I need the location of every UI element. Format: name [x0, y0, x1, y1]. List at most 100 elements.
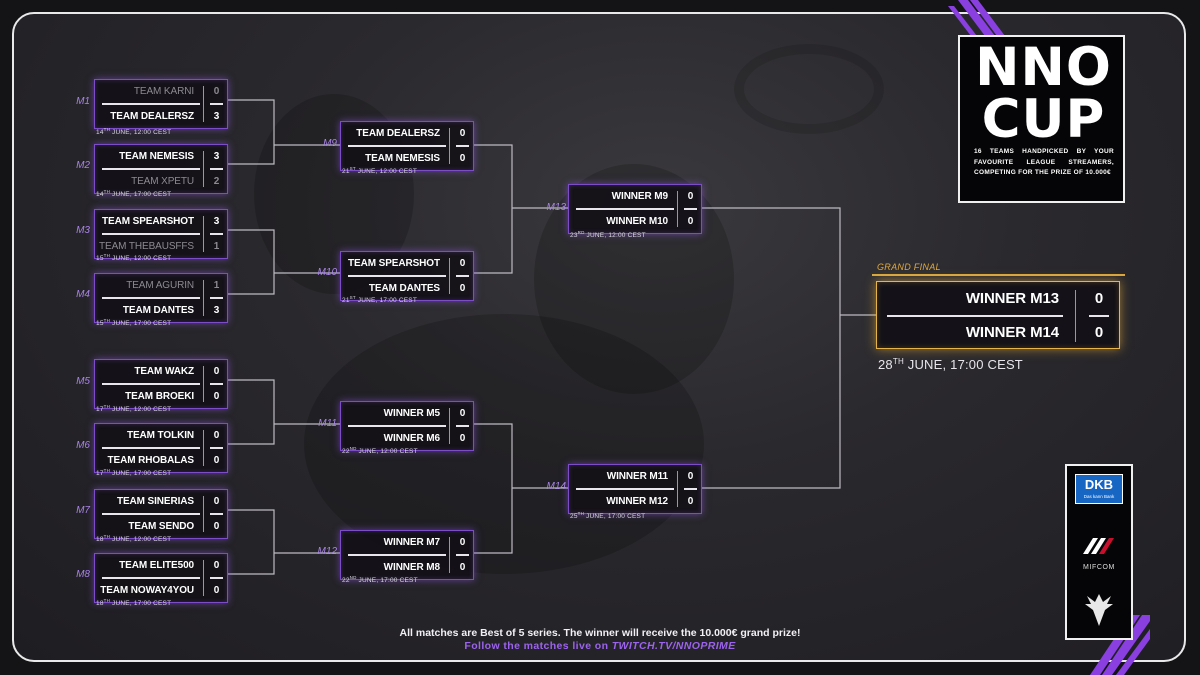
match-date: 22ND JUNE, 12:00 CEST: [342, 446, 418, 455]
match-date: 15TH JUNE, 17:00 CEST: [96, 318, 172, 327]
dkb-logo[interactable]: DKB Das kann Bank: [1075, 474, 1123, 504]
match-m10[interactable]: TEAM SPEARSHOT TEAM DANTES 0 0: [340, 251, 474, 301]
team-name: TEAM XPETU: [131, 176, 194, 187]
match-date: 22ND JUNE, 17:00 CEST: [342, 575, 418, 584]
team-score: 0: [459, 258, 466, 269]
team-name: TEAM WAKZ: [134, 366, 194, 377]
grand-final-label: GRAND FINAL: [877, 262, 941, 272]
mifcom-logo-icon: [1083, 538, 1114, 554]
team-name: TEAM ELITE500: [119, 560, 194, 571]
match-m4[interactable]: TEAM AGURIN TEAM DANTES 1 3: [94, 273, 228, 323]
match-m8[interactable]: TEAM ELITE500 TEAM NOWAY4YOU 0 0: [94, 553, 228, 603]
team-score: 0: [459, 283, 466, 294]
match-m5[interactable]: TEAM WAKZ TEAM BROEKI 0 0: [94, 359, 228, 409]
match-date: 17TH JUNE, 12:00 CEST: [96, 404, 172, 413]
match-m7[interactable]: TEAM SINERIAS TEAM SENDO 0 0: [94, 489, 228, 539]
match-m13[interactable]: WINNER M9 WINNER M10 0 0: [568, 184, 702, 234]
match-date: 18TH JUNE, 12:00 CEST: [96, 534, 172, 543]
team-name: TEAM DANTES: [122, 305, 194, 316]
footer-rules: All matches are Best of 5 series. The wi…: [399, 627, 801, 639]
team-score: 0: [1094, 290, 1104, 307]
footer-stream: Follow the matches live on TWITCH.TV/NNO…: [464, 640, 736, 652]
match-date: 18TH JUNE, 17:00 CEST: [96, 598, 172, 607]
team-score: 0: [213, 455, 220, 466]
match-label: M1: [76, 96, 90, 107]
match-date: 23RD JUNE, 12:00 CEST: [570, 230, 646, 239]
team-name: TEAM NOWAY4YOU: [100, 585, 194, 596]
grand-final-date: 28TH JUNE, 17:00 CEST: [878, 357, 1023, 372]
team-name: WINNER M8: [383, 562, 440, 573]
match-label: M14: [546, 481, 566, 492]
wing-logo-icon[interactable]: [1081, 592, 1117, 628]
team-name: TEAM RHOBALAS: [107, 455, 195, 466]
background-ring: [734, 44, 884, 134]
title-tagline: 16 TEAMS HANDPICKED BY YOUR FAVOURITE LE…: [974, 148, 1114, 176]
team-name: WINNER M6: [383, 433, 440, 444]
match-date: 25TH JUNE, 17:00 CEST: [570, 511, 646, 520]
team-score: 0: [687, 496, 694, 507]
team-name: WINNER M13: [965, 290, 1059, 307]
match-label: M5: [76, 376, 90, 387]
match-date: 17TH JUNE, 17:00 CEST: [96, 468, 172, 477]
mifcom-logo[interactable]: MIFCOM: [1083, 564, 1115, 571]
team-name: TEAM DEALERSZ: [356, 128, 440, 139]
team-name: TEAM NEMESIS: [119, 151, 194, 162]
team-name: WINNER M9: [611, 191, 668, 202]
match-m2[interactable]: TEAM NEMESIS TEAM XPETU 3 2: [94, 144, 228, 194]
team-name: TEAM DEALERSZ: [110, 111, 194, 122]
match-m1[interactable]: TEAM KARNI TEAM DEALERSZ 0 3: [94, 79, 228, 129]
match-m11[interactable]: WINNER M5 WINNER M6 0 0: [340, 401, 474, 451]
team-score: 0: [213, 86, 220, 97]
team-name: TEAM SPEARSHOT: [348, 258, 440, 269]
match-m14[interactable]: WINNER M11 WINNER M12 0 0: [568, 464, 702, 514]
team-name: TEAM KARNI: [133, 86, 194, 97]
match-label: M7: [76, 505, 90, 516]
team-score: 0: [687, 471, 694, 482]
team-name: WINNER M12: [606, 496, 668, 507]
team-score: 3: [213, 305, 220, 316]
team-name: WINNER M11: [606, 471, 668, 482]
match-label: M4: [76, 289, 90, 300]
team-score: 0: [213, 391, 220, 402]
team-score: 0: [213, 585, 220, 596]
team-name: TEAM SINERIAS: [116, 496, 194, 507]
team-name: TEAM NEMESIS: [365, 153, 440, 164]
team-score: 1: [213, 280, 220, 291]
match-m9[interactable]: TEAM DEALERSZ TEAM NEMESIS 0 0: [340, 121, 474, 171]
team-score: 0: [687, 191, 694, 202]
stream-link[interactable]: TWITCH.TV/NNOPRIME: [611, 640, 736, 652]
match-label: M10: [317, 267, 337, 278]
team-score: 0: [459, 128, 466, 139]
team-name: TEAM SPEARSHOT: [102, 216, 194, 227]
grand-final-rule: [872, 274, 1125, 276]
match-m3[interactable]: TEAM SPEARSHOT TEAM THEBAUSFFS 3 1: [94, 209, 228, 259]
match-label: M3: [76, 225, 90, 236]
team-name: WINNER M10: [606, 216, 668, 227]
grand-final-match[interactable]: WINNER M13 WINNER M14 0 0: [876, 281, 1120, 349]
match-label: M2: [76, 160, 90, 171]
team-name: WINNER M14: [965, 324, 1059, 341]
team-name: TEAM BROEKI: [125, 391, 194, 402]
team-name: WINNER M5: [383, 408, 440, 419]
team-score: 0: [687, 216, 694, 227]
match-label: M8: [76, 569, 90, 580]
match-label: M12: [317, 546, 337, 557]
team-score: 0: [213, 521, 220, 532]
team-score: 2: [213, 176, 220, 187]
team-score: 3: [213, 216, 220, 227]
team-score: 3: [213, 151, 220, 162]
team-score: 0: [1094, 324, 1104, 341]
team-score: 0: [459, 537, 466, 548]
title-line-2: CUP: [981, 89, 1106, 150]
team-name: TEAM SENDO: [128, 521, 194, 532]
team-score: 0: [213, 430, 220, 441]
match-date: 14TH JUNE, 12:00 CEST: [96, 127, 172, 136]
team-score: 0: [213, 560, 220, 571]
team-score: 3: [213, 111, 220, 122]
team-score: 0: [459, 562, 466, 573]
team-name: TEAM THEBAUSFFS: [99, 241, 194, 252]
match-m12[interactable]: WINNER M7 WINNER M8 0 0: [340, 530, 474, 580]
team-name: TEAM TOLKIN: [126, 430, 194, 441]
match-m6[interactable]: TEAM TOLKIN TEAM RHOBALAS 0 0: [94, 423, 228, 473]
team-score: 0: [213, 496, 220, 507]
